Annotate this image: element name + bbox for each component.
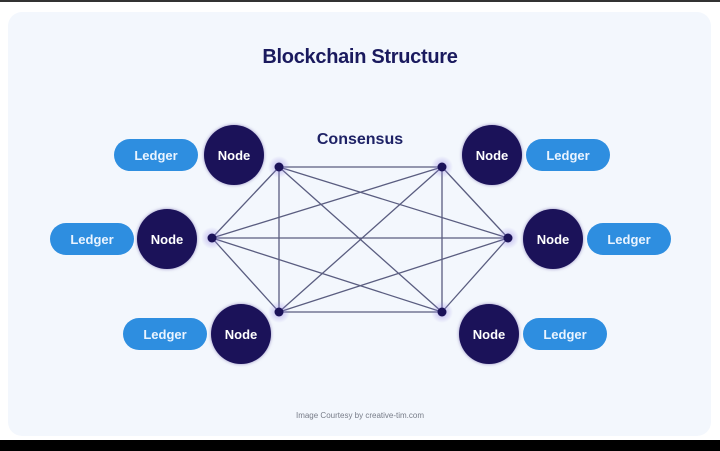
edge-middle-left-bottom-right (211, 237, 443, 313)
edge-middle-right-bottom-right (441, 237, 509, 313)
connection-point-middle-left (207, 233, 217, 243)
ledger-top-right: Ledger (526, 139, 610, 171)
edge-middle-right-bottom-left (278, 237, 509, 313)
connection-point-top-left (274, 162, 284, 172)
ledger-bottom-right: Ledger (523, 318, 607, 350)
ledger-middle-left: Ledger (50, 223, 134, 255)
connection-point-middle-right (503, 233, 513, 243)
connection-point-top-right (437, 162, 447, 172)
edge-top-left-middle-left (211, 166, 280, 239)
bottom-bar (0, 440, 720, 451)
edge-top-right-bottom-left (278, 166, 443, 313)
top-border (0, 0, 720, 2)
image-credit: Image Courtesy by creative-tim.com (295, 411, 425, 420)
consensus-label: Consensus (316, 131, 404, 148)
edge-top-right-middle-right (441, 166, 509, 239)
node-middle-right: Node (523, 209, 583, 269)
connection-point-bottom-left (274, 307, 284, 317)
node-bottom-right: Node (459, 304, 519, 364)
ledger-top-left: Ledger (114, 139, 198, 171)
edge-top-right-middle-left (211, 166, 443, 239)
ledger-bottom-left: Ledger (123, 318, 207, 350)
node-top-right: Node (462, 125, 522, 185)
node-top-left: Node (204, 125, 264, 185)
edge-middle-left-bottom-left (211, 237, 280, 313)
ledger-middle-right: Ledger (587, 223, 671, 255)
node-bottom-left: Node (211, 304, 271, 364)
edge-top-left-middle-right (278, 166, 509, 239)
node-middle-left: Node (137, 209, 197, 269)
diagram-title: Blockchain Structure (262, 46, 458, 68)
connection-point-bottom-right (437, 307, 447, 317)
